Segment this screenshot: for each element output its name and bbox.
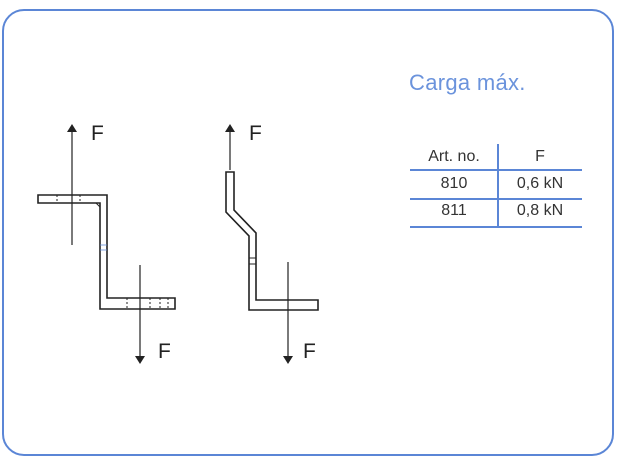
panel-frame — [2, 9, 614, 456]
force-label-811-bottom: F — [303, 340, 316, 363]
force-label-811-top: F — [249, 122, 262, 145]
cell-force: 0,8 kN — [516, 202, 564, 219]
column-divider — [497, 144, 499, 226]
bracket-810-drawing — [37, 194, 176, 310]
force-label-810-bottom: F — [158, 340, 171, 363]
page-title: Carga máx. — [409, 70, 526, 95]
cell-art-no: 811 — [441, 202, 467, 219]
table-header-row: Art. no. F — [410, 144, 582, 169]
header-force: F — [535, 148, 545, 165]
bracket-810-forces — [67, 124, 145, 364]
header-art-no: Art. no. — [428, 148, 480, 165]
divider — [410, 198, 582, 200]
table-row: 810 0,6 kN — [410, 171, 582, 196]
force-label-810-top: F — [91, 122, 104, 145]
cell-art-no: 810 — [440, 175, 468, 192]
max-load-table: Art. no. F 810 0,6 kN 811 0,8 kN — [410, 144, 582, 228]
table-row: 811 0,8 kN — [410, 198, 582, 223]
divider — [410, 169, 582, 171]
bracket-811-forces — [225, 124, 293, 364]
bracket-811-drawing — [225, 171, 319, 311]
cell-force: 0,6 kN — [516, 175, 564, 192]
divider — [410, 226, 582, 228]
